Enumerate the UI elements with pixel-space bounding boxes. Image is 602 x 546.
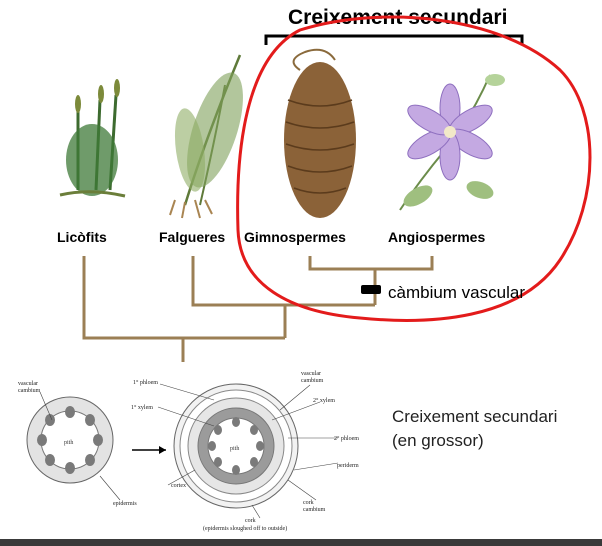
periderm-label: periderm xyxy=(337,463,359,469)
clematis-illustration xyxy=(399,74,505,211)
phloem-2-label: 2° phloem xyxy=(334,435,359,442)
highlight-circle xyxy=(236,15,592,322)
vascular-cambium-left-label-2: cambium xyxy=(18,388,41,394)
phloem-1-label: 1° phloem xyxy=(133,379,158,386)
pinecone-illustration xyxy=(284,48,356,218)
vascular-cambium-right-label-1: vascular xyxy=(301,371,321,377)
taxon-label-angiospermes: Angiospermes xyxy=(388,229,486,245)
pith-right-label: pith xyxy=(230,446,239,452)
cork-label-1: cork xyxy=(245,518,256,524)
cortex-label: cortex xyxy=(171,483,186,489)
title-bracket xyxy=(264,34,524,45)
bottom-bar xyxy=(0,539,602,546)
fern-illustration xyxy=(169,54,243,219)
xylem-2-label: 2° xylem xyxy=(313,397,335,404)
pith-left-label: pith xyxy=(64,440,73,446)
secondary-growth-caption: Creixement secundari (en grossor) xyxy=(392,405,557,453)
taxon-label-falgueres: Falgueres xyxy=(159,229,226,245)
taxon-label-licofits: Licòfits xyxy=(57,229,107,245)
primary-stem-section: pith xyxy=(26,396,114,484)
secondary-growth-line-2: (en grossor) xyxy=(392,431,484,450)
secondary-stem-section: pith xyxy=(173,383,299,509)
vascular-cambium-right-label-2: cambium xyxy=(301,378,324,384)
xylem-1-label: 1° xylem xyxy=(131,404,153,411)
cork-label-2: (epidermis sloughed off to outside) xyxy=(203,525,287,532)
cork-cambium-label-1: cork xyxy=(303,500,314,506)
phylogeny-lines xyxy=(82,256,434,362)
cork-cambium-label-2: cambium xyxy=(303,507,326,513)
secondary-growth-line-1: Creixement secundari xyxy=(392,407,558,426)
vascular-cambium-left-label-1: vascular xyxy=(18,381,38,387)
epidermis-label: epidermis xyxy=(113,501,137,507)
diagram-leader-lines xyxy=(39,383,339,519)
cambium-label: càmbium vascular xyxy=(388,283,525,302)
lycophyte-illustration xyxy=(59,79,126,198)
cambium-marker xyxy=(361,285,381,294)
taxon-label-gimnospermes: Gimnospermes xyxy=(244,229,346,245)
